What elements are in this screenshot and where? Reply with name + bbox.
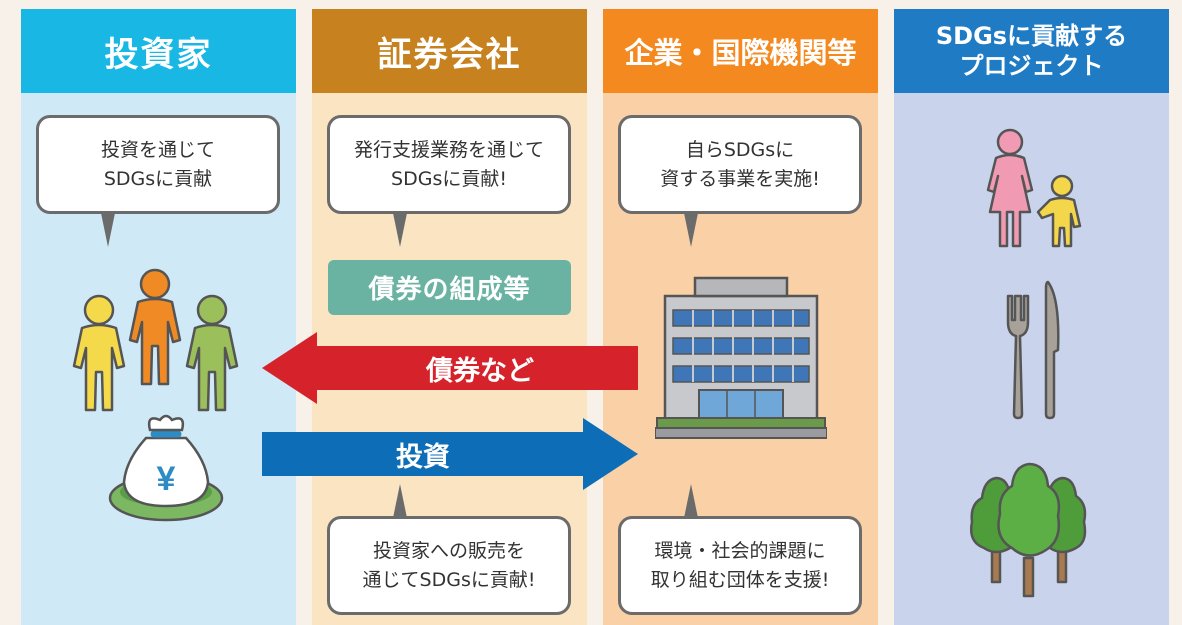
investment-arrow-label: 投資 <box>262 432 584 476</box>
securities-bottom-bubble: 投資家への販売を 通じてSDGsに貢献! <box>327 516 571 615</box>
investor-people-icon <box>72 268 239 412</box>
company-bottom-bubble-line-2: 取り組む団体を支援! <box>650 568 830 591</box>
bonds-arrow <box>262 332 638 404</box>
investor-header: 投資家 <box>21 9 296 93</box>
yen-symbol: ¥ <box>157 460 176 498</box>
company-top-bubble-line-1: 自らSDGsに <box>685 138 795 161</box>
investor-bubble-tail <box>101 213 115 247</box>
investment-label-text: 投資 <box>396 441 450 473</box>
fork-knife-icon <box>1006 280 1060 420</box>
money-bag-icon: ¥ <box>108 414 224 522</box>
company-top-bubble: 自らSDGsに 資する事業を実施! <box>618 115 862 214</box>
company-top-bubble-tail <box>684 213 698 247</box>
investor-title: 投資家 <box>104 34 213 75</box>
investor-bubble-line-2: SDGsに貢献 <box>103 167 213 190</box>
bonds-arrow-label: 債券など <box>330 346 630 390</box>
securities-top-bubble-line-1: 発行支援業務を通じて <box>353 138 544 161</box>
company-bottom-bubble-tail <box>684 484 698 518</box>
company-header: 企業・国際機関等 <box>603 9 878 93</box>
project-header: SDGsに貢献する プロジェクト <box>894 9 1169 93</box>
company-top-bubble-line-2: 資する事業を実施! <box>660 167 820 190</box>
securities-bottom-bubble-line-1: 投資家への販売を <box>372 539 525 562</box>
company-title: 企業・国際機関等 <box>624 36 857 70</box>
bonds-label-text: 債券など <box>426 355 534 387</box>
securities-top-bubble-tail <box>393 213 407 247</box>
bond-structuring-box: 債券の組成等 <box>328 260 571 315</box>
securities-top-bubble-line-2: SDGsに貢献! <box>391 167 507 190</box>
securities-bottom-bubble-tail <box>393 484 407 518</box>
bond-structuring-label: 債券の組成等 <box>368 275 531 305</box>
trees-icon <box>970 462 1087 598</box>
securities-bottom-bubble-line-2: 通じてSDGsに貢献! <box>362 568 536 591</box>
investor-bubble: 投資を通じて SDGsに貢献 <box>36 115 280 214</box>
project-title-line-1: SDGsに貢献する <box>935 22 1128 50</box>
securities-top-bubble: 発行支援業務を通じて SDGsに貢献! <box>327 115 571 214</box>
investment-arrow <box>262 418 638 490</box>
mother-child-icon <box>986 128 1082 248</box>
investor-bubble-line-1: 投資を通じて <box>100 138 215 161</box>
company-bottom-bubble-line-1: 環境・社会的課題に <box>654 539 826 562</box>
office-building-icon <box>655 276 827 439</box>
securities-header: 証券会社 <box>312 9 587 93</box>
company-bottom-bubble: 環境・社会的課題に 取り組む団体を支援! <box>618 516 862 615</box>
project-title-line-2: プロジェクト <box>959 52 1104 80</box>
securities-title: 証券会社 <box>377 34 522 75</box>
